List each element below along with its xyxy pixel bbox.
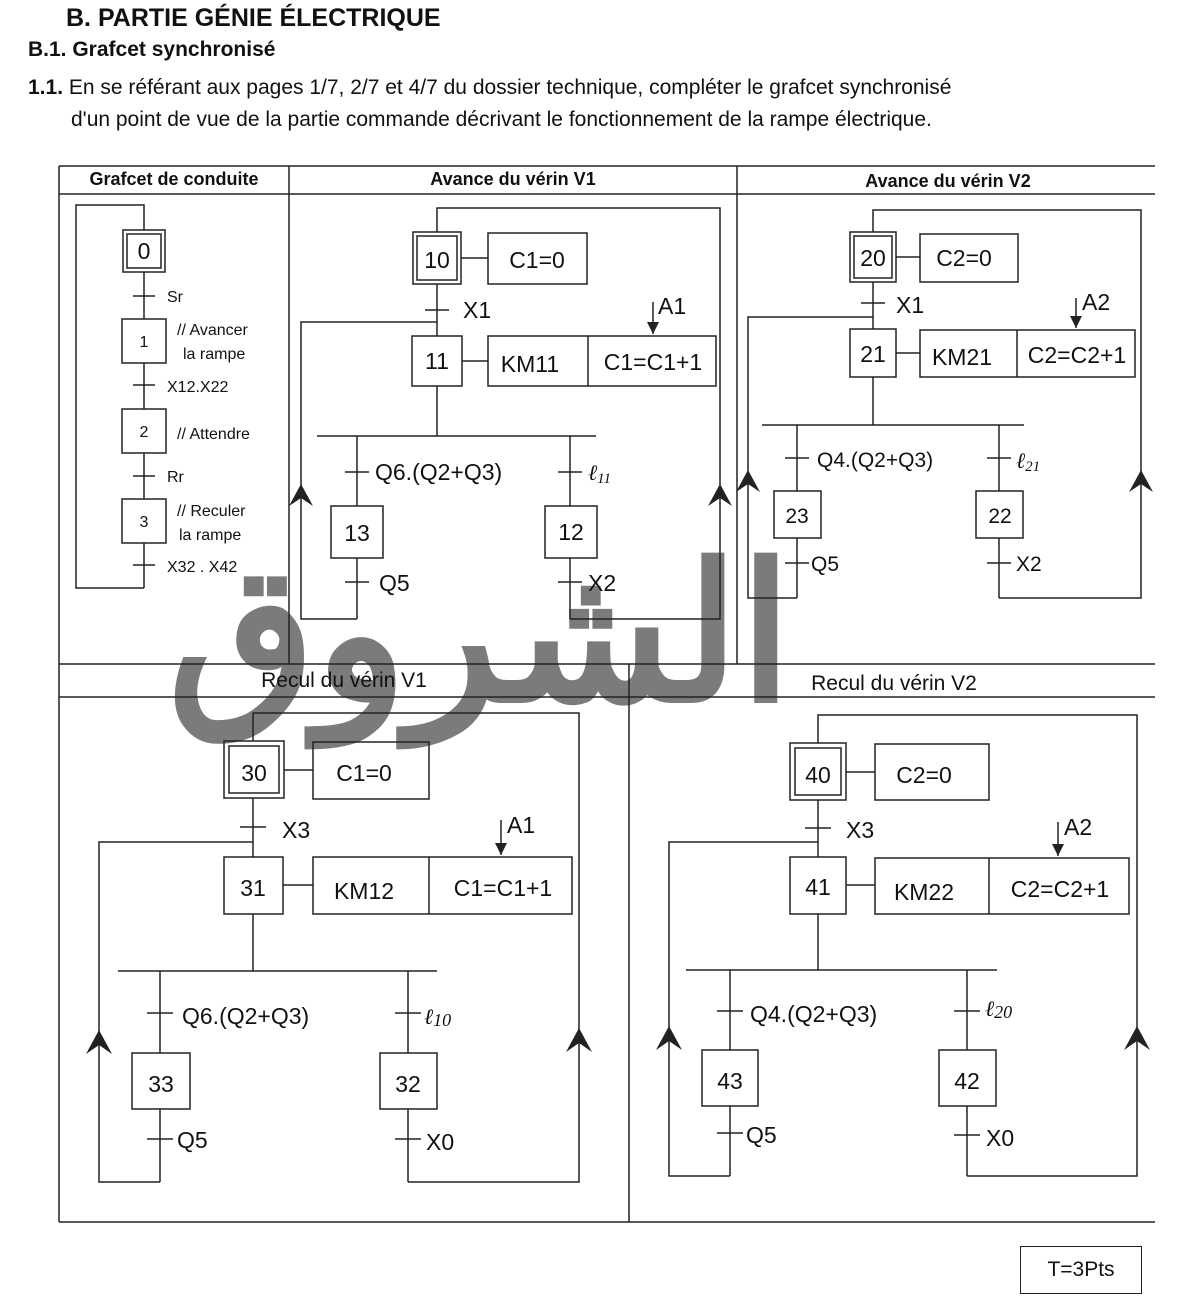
av2-right-end: X2 [1016,553,1042,576]
re2-right-condition: ℓ20 [985,996,1012,1022]
av2-init-action: C2=0 [936,245,992,271]
av1-right-step: 12 [558,519,584,545]
conduite-action-rampe-2: la rampe [179,527,241,544]
re2-counter-event: A2 [1064,814,1092,840]
panel-title-av2: Avance du vérin V2 [865,171,1030,191]
re2-step-2: 41 [805,874,831,900]
re1-right-step: 32 [395,1071,421,1097]
av2-arrows [736,316,1153,492]
conduite-step-3: 3 [140,514,149,531]
av1-counter-event: A1 [658,293,686,319]
re2-action-km: KM22 [894,879,954,905]
av2-step-2: 21 [860,341,886,367]
av1-left-end: Q5 [379,570,410,596]
question-text: 1.1. En se référant aux pages 1/7, 2/7 e… [28,72,951,136]
conduite-transition-x12x22: X12.X22 [167,379,228,396]
re1-step-2: 31 [240,875,266,901]
av1-left-condition: Q6.(Q2+Q3) [375,459,502,485]
re1-right-condition: ℓ10 [424,1004,451,1030]
av2-action-km: KM21 [932,344,992,370]
re1-lines [98,712,580,1183]
re1-arrows [86,843,592,1054]
re1-left-condition: Q6.(Q2+Q3) [182,1003,309,1029]
av2-left-step: 23 [785,505,808,528]
conduite-step-2: 2 [140,424,149,441]
re1-init-action: C1=0 [336,760,392,786]
question-line-2: d'un point de vue de la partie commande … [71,108,932,131]
re2-left-step: 43 [717,1068,743,1094]
conduite-step-0: 0 [138,238,151,264]
conduite-transition-x32x42: X32 . X42 [167,559,237,576]
score-box: T=3Pts [1020,1246,1142,1294]
re1-right-end: X0 [426,1129,454,1155]
re2-left-end: Q5 [746,1122,777,1148]
av2-right-step: 22 [988,505,1011,528]
conduite-transition-sr: Sr [167,289,184,306]
re2-init-action: C2=0 [896,762,952,788]
av1-transition-start: X1 [463,297,491,323]
question-number: 1.1. [28,76,64,99]
av1-init-action: C1=0 [509,247,565,273]
av2-transition-start: X1 [896,292,924,318]
re2-lines [668,714,1138,1177]
re1-left-end: Q5 [177,1127,208,1153]
question-line-1: En se référant aux pages 1/7, 2/7 et 4/7… [68,76,952,99]
av2-left-condition: Q4.(Q2+Q3) [817,449,933,472]
re2-transition-start: X3 [846,817,874,843]
conduite-step-1: 1 [140,334,149,351]
re1-left-step: 33 [148,1071,174,1097]
av1-action-counter: C1=C1+1 [604,349,702,375]
av2-action-counter: C2=C2+1 [1028,342,1126,368]
conduite-action-attendre: // Attendre [177,426,250,443]
av1-action-km: KM11 [501,351,559,377]
subsection-title: B.1. Grafcet synchronisé [28,38,276,61]
av1-right-end: X2 [588,570,616,596]
panel-title-av1: Avance du vérin V1 [430,169,595,189]
panel-title-conduite: Grafcet de conduite [89,169,258,189]
av2-lines [747,209,1142,599]
conduite-action-reculer: // Reculer [177,503,246,520]
re1-action-counter: C1=C1+1 [454,875,552,901]
re1-action-km: KM12 [334,878,394,904]
watermark-logo: الشروق [168,529,792,750]
re2-arrows [656,844,1150,1050]
re2-action-counter: C2=C2+1 [1011,876,1109,902]
panel-title-re1: Recul du vérin V1 [261,669,427,692]
re2-right-step: 42 [954,1068,980,1094]
av1-arrows [289,322,732,506]
av1-left-step: 13 [344,520,370,546]
av1-lines [300,207,721,620]
re2-init-step: 40 [805,762,831,788]
av2-counter-event: A2 [1082,289,1110,315]
av2-left-end: Q5 [811,553,839,576]
re1-init-step: 30 [241,760,267,786]
conduite-transition-rr: Rr [167,469,185,486]
conduite-action-rampe-1: la rampe [183,346,245,363]
conduite-action-avancer: // Avancer [177,322,249,339]
conduite-lines [75,204,167,589]
av1-step-2: 11 [425,348,449,374]
re2-right-end: X0 [986,1125,1014,1151]
re1-counter-event: A1 [507,812,535,838]
av1-right-condition: ℓ11 [588,460,611,487]
section-title: B. PARTIE GÉNIE ÉLECTRIQUE [66,4,441,32]
panel-title-re2: Recul du vérin V2 [811,672,977,695]
re1-transition-start: X3 [282,817,310,843]
av1-init-step: 10 [424,247,450,273]
table-frame [58,165,1155,1223]
av2-init-step: 20 [860,245,886,271]
av2-right-condition: ℓ21 [1016,448,1040,475]
re2-left-condition: Q4.(Q2+Q3) [750,1001,877,1027]
